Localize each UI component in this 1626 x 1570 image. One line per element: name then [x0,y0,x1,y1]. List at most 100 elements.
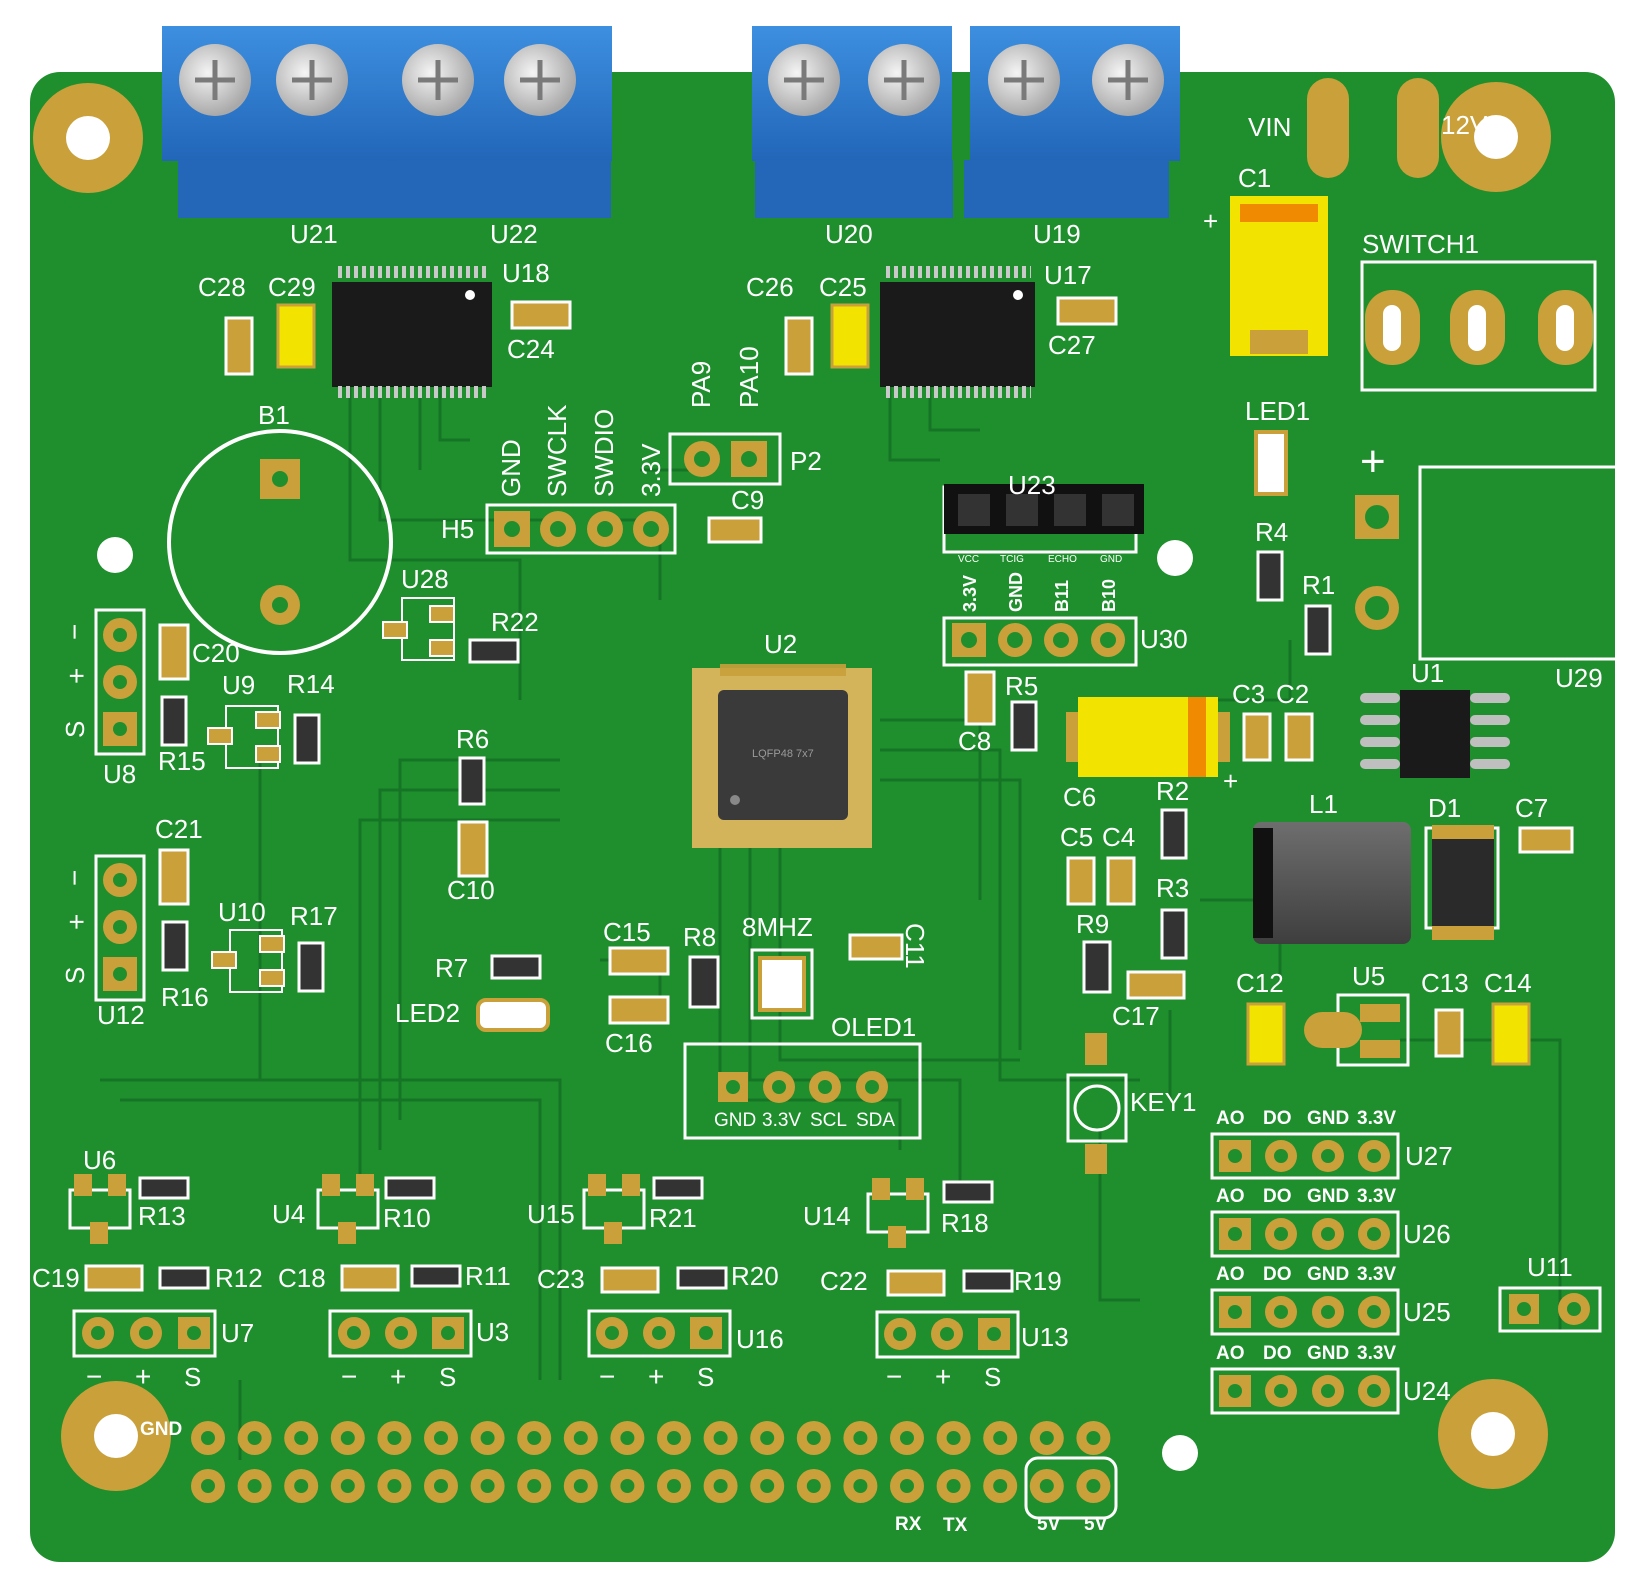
mcu-package-label: LQFP48 7x7 [752,748,814,760]
label-r17: R17 [290,901,338,931]
servo-block-4 [866,1178,1020,1359]
label-r3: R3 [1156,873,1189,903]
oled-pin-3v3: 3.3V [762,1110,801,1131]
gpio-pin-hole [993,1431,1008,1445]
ic-u5 [1304,993,1410,1067]
label-u15: U15 [527,1199,575,1229]
header-h5[interactable] [485,503,677,555]
res-r1-body [1304,604,1332,656]
label-c3: C3 [1232,679,1265,709]
gpio-pin-hole [527,1431,542,1445]
u23-pin-echo: ECHO [1048,554,1077,565]
label-u30: U30 [1140,624,1188,654]
gpio-5v-outline [1024,1456,1118,1520]
label-u26: U26 [1403,1219,1451,1249]
gpio-pin-hole [1039,1479,1054,1493]
connector-u12[interactable] [94,854,146,1002]
cap-c25-body [830,303,870,369]
res-r15-body [160,695,188,747]
terminal-u22[interactable] [387,26,612,218]
npth-hole-2 [1157,540,1193,576]
header-oled1[interactable] [683,1042,922,1140]
res-r17-body [297,941,325,993]
label-u3: U3 [476,1317,509,1347]
label-c28: C28 [198,272,246,302]
res-r9-body [1082,940,1112,994]
mounting-hole-tr [1441,82,1551,192]
connector-u8[interactable] [94,608,146,756]
label-r1: R1 [1302,570,1335,600]
u27-pin-gnd: GND [1307,1108,1349,1129]
gpio-pin-hole [620,1431,635,1445]
gpio-pin-hole [573,1431,588,1445]
res-r8-body [688,955,720,1009]
cap-c8-body [964,670,996,726]
npth-hole-3 [1162,1435,1198,1471]
label-l1: L1 [1309,789,1338,819]
label-u5: U5 [1352,961,1385,991]
u7-pin-s: S [184,1362,201,1392]
gpio-pin-hole [1086,1479,1101,1493]
label-c6-plus: + [1223,766,1238,796]
cap-c17-body [1126,970,1186,1000]
cap-c15-body [608,946,670,976]
label-r15: R15 [158,746,206,776]
connector-u11[interactable] [1498,1286,1602,1333]
u25-pin-gnd: GND [1307,1264,1349,1285]
sensor-header-u25[interactable] [1210,1288,1400,1336]
label-c29: C29 [268,272,316,302]
diode-d1 [1424,825,1500,940]
res-r5-body [1010,700,1038,752]
u3-pin-minus: − [341,1361,357,1392]
gpio-pin-hole [853,1431,868,1445]
header-u23[interactable] [942,484,1144,554]
u8-pin-plus: + [61,668,92,684]
header-p2[interactable] [668,432,782,486]
label-12v: 12V [1441,110,1488,140]
cap-c2-body [1284,712,1314,762]
label-u13: U13 [1021,1322,1069,1352]
inductor-l1 [1253,822,1411,944]
sensor-header-u24[interactable] [1210,1367,1400,1415]
gpio-header[interactable] [191,1421,1111,1503]
terminal-u21[interactable] [162,26,400,218]
gpio-pin-hole [946,1479,961,1493]
label-r8: R8 [683,922,716,952]
label-r10: R10 [383,1203,431,1233]
label-oled1: OLED1 [831,1012,916,1042]
gpio-pin-hole [340,1479,355,1493]
terminal-u19[interactable] [964,26,1180,218]
ic-u18 [332,266,492,398]
u3-pin-plus: + [390,1361,406,1392]
header-u30[interactable] [942,616,1138,667]
label-r9: R9 [1076,909,1109,939]
u13-pin-plus: + [935,1361,951,1392]
cap-c14-body [1491,1002,1531,1066]
cap-c24-body [510,300,572,330]
gpio-pin-hole [387,1431,402,1445]
label-u21: U21 [290,219,338,249]
gpio-pin-hole [527,1479,542,1493]
label-u9: U9 [222,670,255,700]
u30-pin-gnd: GND [1006,572,1026,612]
key1-button[interactable] [1066,1033,1128,1174]
label-u8: U8 [103,759,136,789]
servo-block-1 [68,1174,217,1358]
u25-pin-ao: AO [1216,1264,1245,1285]
terminal-u20[interactable] [752,26,953,218]
label-r12: R12 [215,1263,263,1293]
12v-slot-pad [1397,78,1439,178]
label-u27: U27 [1405,1141,1453,1171]
u30-pin-3v3: 3.3V [960,575,980,612]
sensor-header-u27[interactable] [1210,1132,1400,1180]
reg-u10 [211,929,285,993]
gpio-pin-hole [760,1479,775,1493]
label-u29-plus: + [1360,437,1386,486]
sensor-header-u26[interactable] [1210,1210,1400,1258]
cap-c11-body [848,933,904,961]
switch1[interactable] [1360,260,1597,392]
label-led1: LED1 [1245,396,1310,426]
u12-pin-minus: − [59,870,90,886]
label-u20: U20 [825,219,873,249]
cap-c12-body [1246,1002,1286,1066]
